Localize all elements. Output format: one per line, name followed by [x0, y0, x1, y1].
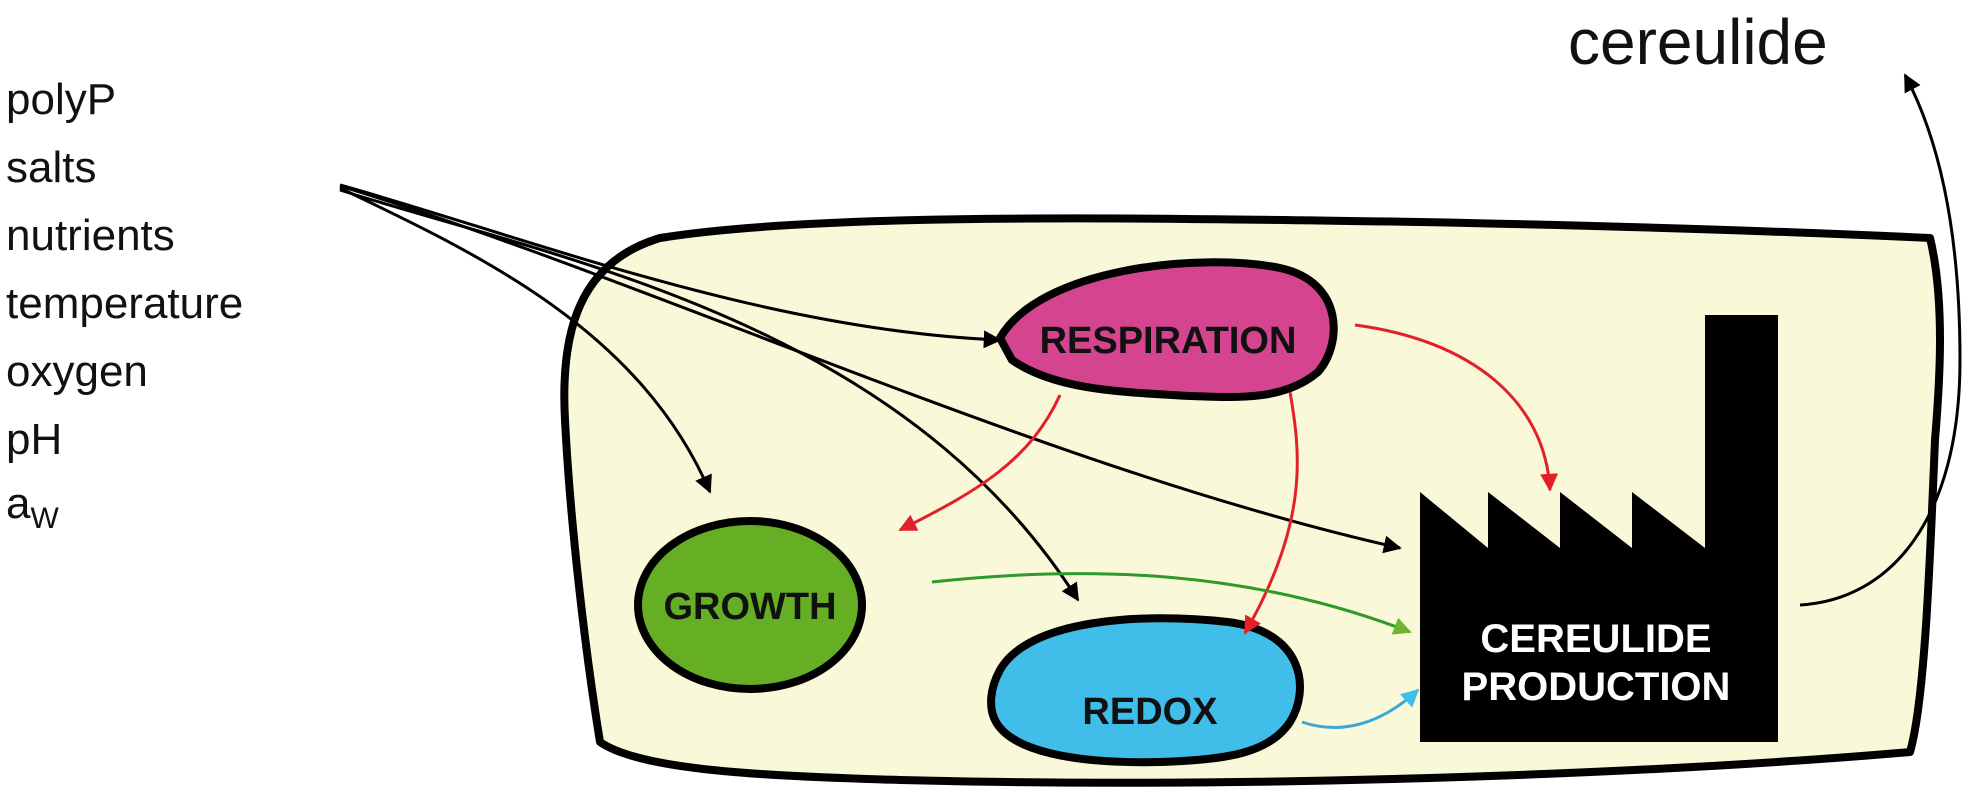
- factor-item: nutrients: [6, 211, 175, 260]
- respiration-label: RESPIRATION: [1040, 320, 1297, 362]
- arrow-respiration-to-growth: [898, 394, 1062, 532]
- factor-item: polyP: [6, 75, 116, 124]
- arrow-redox-to-factory: [1301, 688, 1420, 729]
- arrow-factory-to-cereulide: [1799, 73, 1962, 607]
- arrow-factors-to-factory: [339, 184, 1402, 554]
- factory-label-line2: PRODUCTION: [1462, 665, 1731, 709]
- output-label: cereulide: [1568, 6, 1828, 78]
- arrow-respiration-to-factory: [1354, 323, 1559, 492]
- factor-item: pH: [6, 415, 62, 464]
- arrow-factors-to-growth: [339, 186, 712, 494]
- factor-list: polyP salts nutrients temperature oxygen…: [6, 75, 243, 535]
- redox-node: [987, 614, 1304, 767]
- factor-item: oxygen: [6, 347, 148, 396]
- factor-item: aW: [6, 479, 59, 535]
- factory-icon: [1420, 315, 1778, 742]
- factory-label-line1: CEREULIDE: [1480, 617, 1711, 661]
- factor-item: salts: [6, 143, 96, 192]
- respiration-node: [995, 258, 1338, 402]
- arrow-growth-to-factory: [931, 572, 1412, 635]
- redox-label: REDOX: [1082, 691, 1218, 733]
- growth-label: GROWTH: [663, 586, 836, 628]
- arrow-factors-to-respiration: [339, 183, 1002, 349]
- growth-node: [634, 517, 866, 693]
- factor-item: temperature: [6, 279, 243, 328]
